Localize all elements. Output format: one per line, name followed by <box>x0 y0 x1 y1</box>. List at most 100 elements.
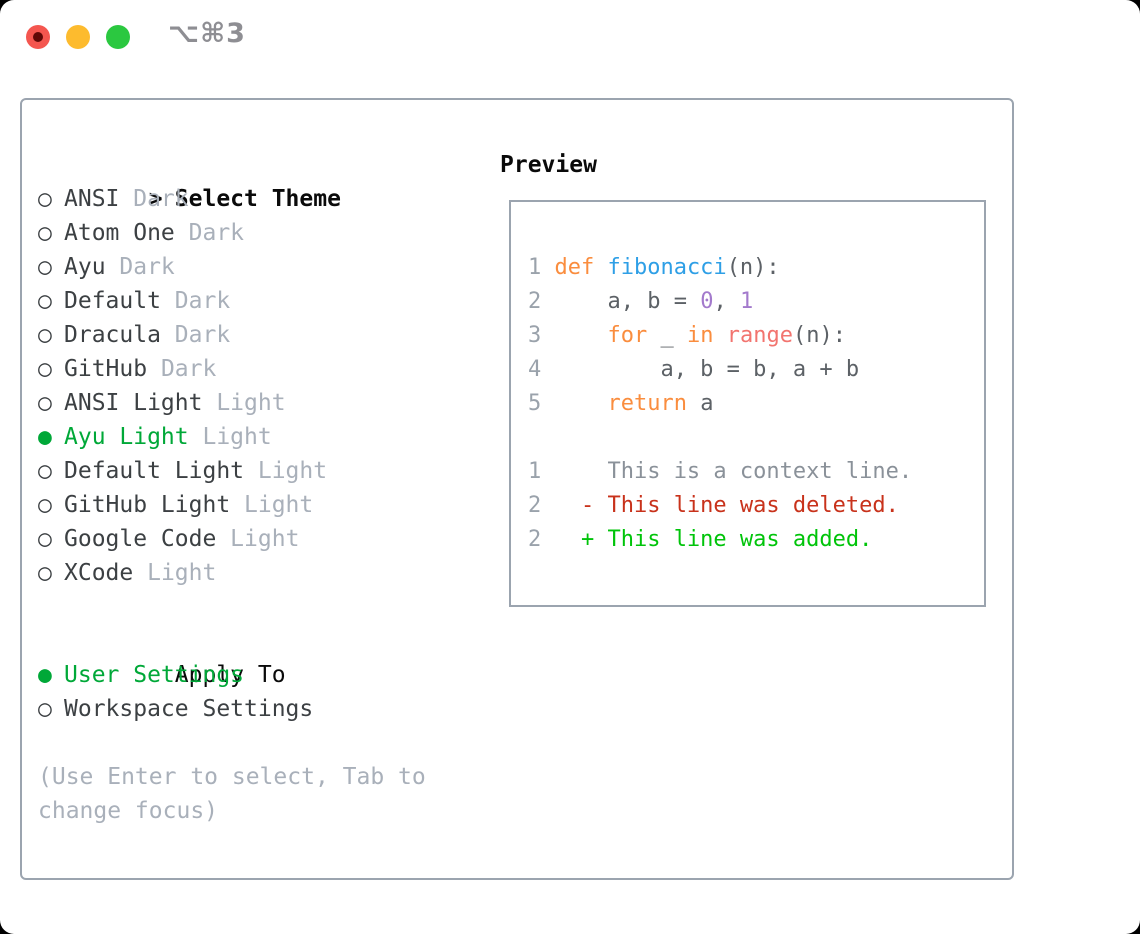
theme-variant: Light <box>188 424 272 450</box>
line-number: 1 <box>528 459 542 484</box>
code-segment: 0 <box>700 289 714 314</box>
radio-icon: ○ <box>38 390 52 416</box>
theme-list: ○ ANSI Dark ○ Atom One Dark ○ Ayu Dark ○ Defaul… <box>38 182 442 590</box>
theme-option-github-light[interactable]: ○ GitHub Light Light <box>38 488 442 522</box>
option-label: Ayu Light <box>64 424 189 450</box>
select-theme-header: > Select Theme <box>38 148 442 212</box>
gap <box>38 590 442 624</box>
radio-icon: ○ <box>38 458 52 484</box>
apply-to-options: ● User Settings ○ Workspace Settings <box>38 658 442 726</box>
option-label: Atom One <box>64 220 175 246</box>
radio-icon: ○ <box>38 696 52 722</box>
radio-selected-icon: ● <box>38 424 52 450</box>
line-number: 4 <box>528 357 542 382</box>
code-segment: for <box>607 323 648 348</box>
radio-selected-icon: ● <box>38 662 52 688</box>
code-line: 2 + This line was added. <box>528 523 912 557</box>
line-number: 3 <box>528 323 542 348</box>
theme-option-github[interactable]: ○GitHub Dark <box>38 352 442 386</box>
radio-icon: ○ <box>38 526 52 552</box>
blank-line <box>528 421 912 455</box>
theme-variant: Light <box>244 458 328 484</box>
theme-variant: Dark <box>160 322 231 348</box>
theme-option-atom-one[interactable]: ○ Atom One Dark <box>38 216 442 250</box>
theme-variant: Light <box>216 526 300 552</box>
option-label: Dracula <box>64 322 161 348</box>
close-button[interactable] <box>26 25 50 49</box>
theme-option-ayu-light[interactable]: ● Ayu Light Light <box>38 420 442 454</box>
code-segment: return <box>607 391 687 416</box>
code-segment <box>713 323 726 348</box>
code-line: 5 return a <box>528 387 912 421</box>
radio-icon: ○ <box>38 254 52 280</box>
code-line: 2 a, b = 0, 1 <box>528 285 912 319</box>
theme-option-dracula[interactable]: ○ Dracula Dark <box>38 318 442 352</box>
option-label: ANSI Light <box>64 390 203 416</box>
line-number: 2 <box>528 289 542 314</box>
theme-variant: Dark <box>105 254 175 280</box>
theme-variant: Dark <box>174 220 245 246</box>
code-segment: _ <box>647 323 687 348</box>
code-line: 4 a, b = b, a + b <box>528 353 912 387</box>
code-segment: (n): <box>792 323 846 348</box>
radio-icon: ○ <box>38 560 52 586</box>
code-segment: def <box>554 255 608 280</box>
settings-panel: > Select Theme ○ ANSI Dark ○ Atom One Dark ○ A… <box>20 98 1014 880</box>
minimize-button[interactable] <box>66 25 90 49</box>
theme-option-default[interactable]: ○ Default Dark <box>38 284 442 318</box>
code-segment: , <box>713 289 740 314</box>
theme-variant: Light <box>133 560 217 586</box>
theme-option-ayu[interactable]: ○ Ayu Dark <box>38 250 442 284</box>
theme-option-ansi-light[interactable]: ○ANSI Light Light <box>38 386 442 420</box>
code-segment: a, b = b, a + b <box>554 357 860 382</box>
line-number: 5 <box>528 391 542 416</box>
option-label: Default <box>64 288 161 314</box>
option-label: GitHub Light <box>64 492 231 518</box>
option-label: User Settings <box>64 662 245 688</box>
theme-option-ansi[interactable]: ○ANSI Dark <box>38 182 442 216</box>
option-label: Workspace Settings <box>64 696 314 722</box>
gap <box>38 726 442 760</box>
code-segment: + This line was added. <box>554 527 873 552</box>
preview-header: Preview <box>500 152 597 178</box>
theme-option-google-code[interactable]: ○ Google Code Light <box>38 522 442 556</box>
radio-icon: ○ <box>38 220 52 246</box>
prompt-arrow-icon: > <box>148 186 163 212</box>
option-label: GitHub <box>64 356 148 382</box>
option-label: Ayu <box>64 254 106 280</box>
code-segment: a <box>686 391 714 416</box>
code-segment <box>554 323 607 348</box>
radio-icon: ○ <box>38 322 52 348</box>
radio-icon: ○ <box>38 186 52 212</box>
code-segment: This is a context line. <box>554 459 913 484</box>
option-label: Default Light <box>64 458 245 484</box>
radio-icon: ○ <box>38 356 52 382</box>
shortcut-label: ⌥⌘3 <box>168 18 246 49</box>
theme-variant: Dark <box>160 288 231 314</box>
code-segment: fibonacci <box>607 255 727 280</box>
code-segment: in <box>686 323 714 348</box>
option-label: Google Code <box>64 526 217 552</box>
theme-option-xcode[interactable]: ○ XCode Light <box>38 556 442 590</box>
radio-icon: ○ <box>38 288 52 314</box>
close-dot-icon <box>33 32 43 42</box>
theme-option-default-light[interactable]: ○ Default Light Light <box>38 454 442 488</box>
select-theme-title: Select Theme <box>174 186 341 212</box>
theme-variant: Light <box>230 492 314 518</box>
code-line: 1 This is a context line. <box>528 455 912 489</box>
apply-to-header: Apply To <box>38 624 442 688</box>
code-segment: (n): <box>726 255 780 280</box>
code-segment <box>554 391 607 416</box>
maximize-button[interactable] <box>106 25 130 49</box>
apply-option-workspace-settings[interactable]: ○ Workspace Settings <box>38 692 442 726</box>
code-segment: 1 <box>739 289 754 314</box>
titlebar: ⌥⌘3 <box>0 0 1140 72</box>
radio-icon: ○ <box>38 492 52 518</box>
option-label: XCode <box>64 560 134 586</box>
apply-option-user-settings[interactable]: ● User Settings <box>38 658 442 692</box>
apply-to-title: Apply To <box>174 662 286 688</box>
option-label: ANSI <box>64 186 120 212</box>
